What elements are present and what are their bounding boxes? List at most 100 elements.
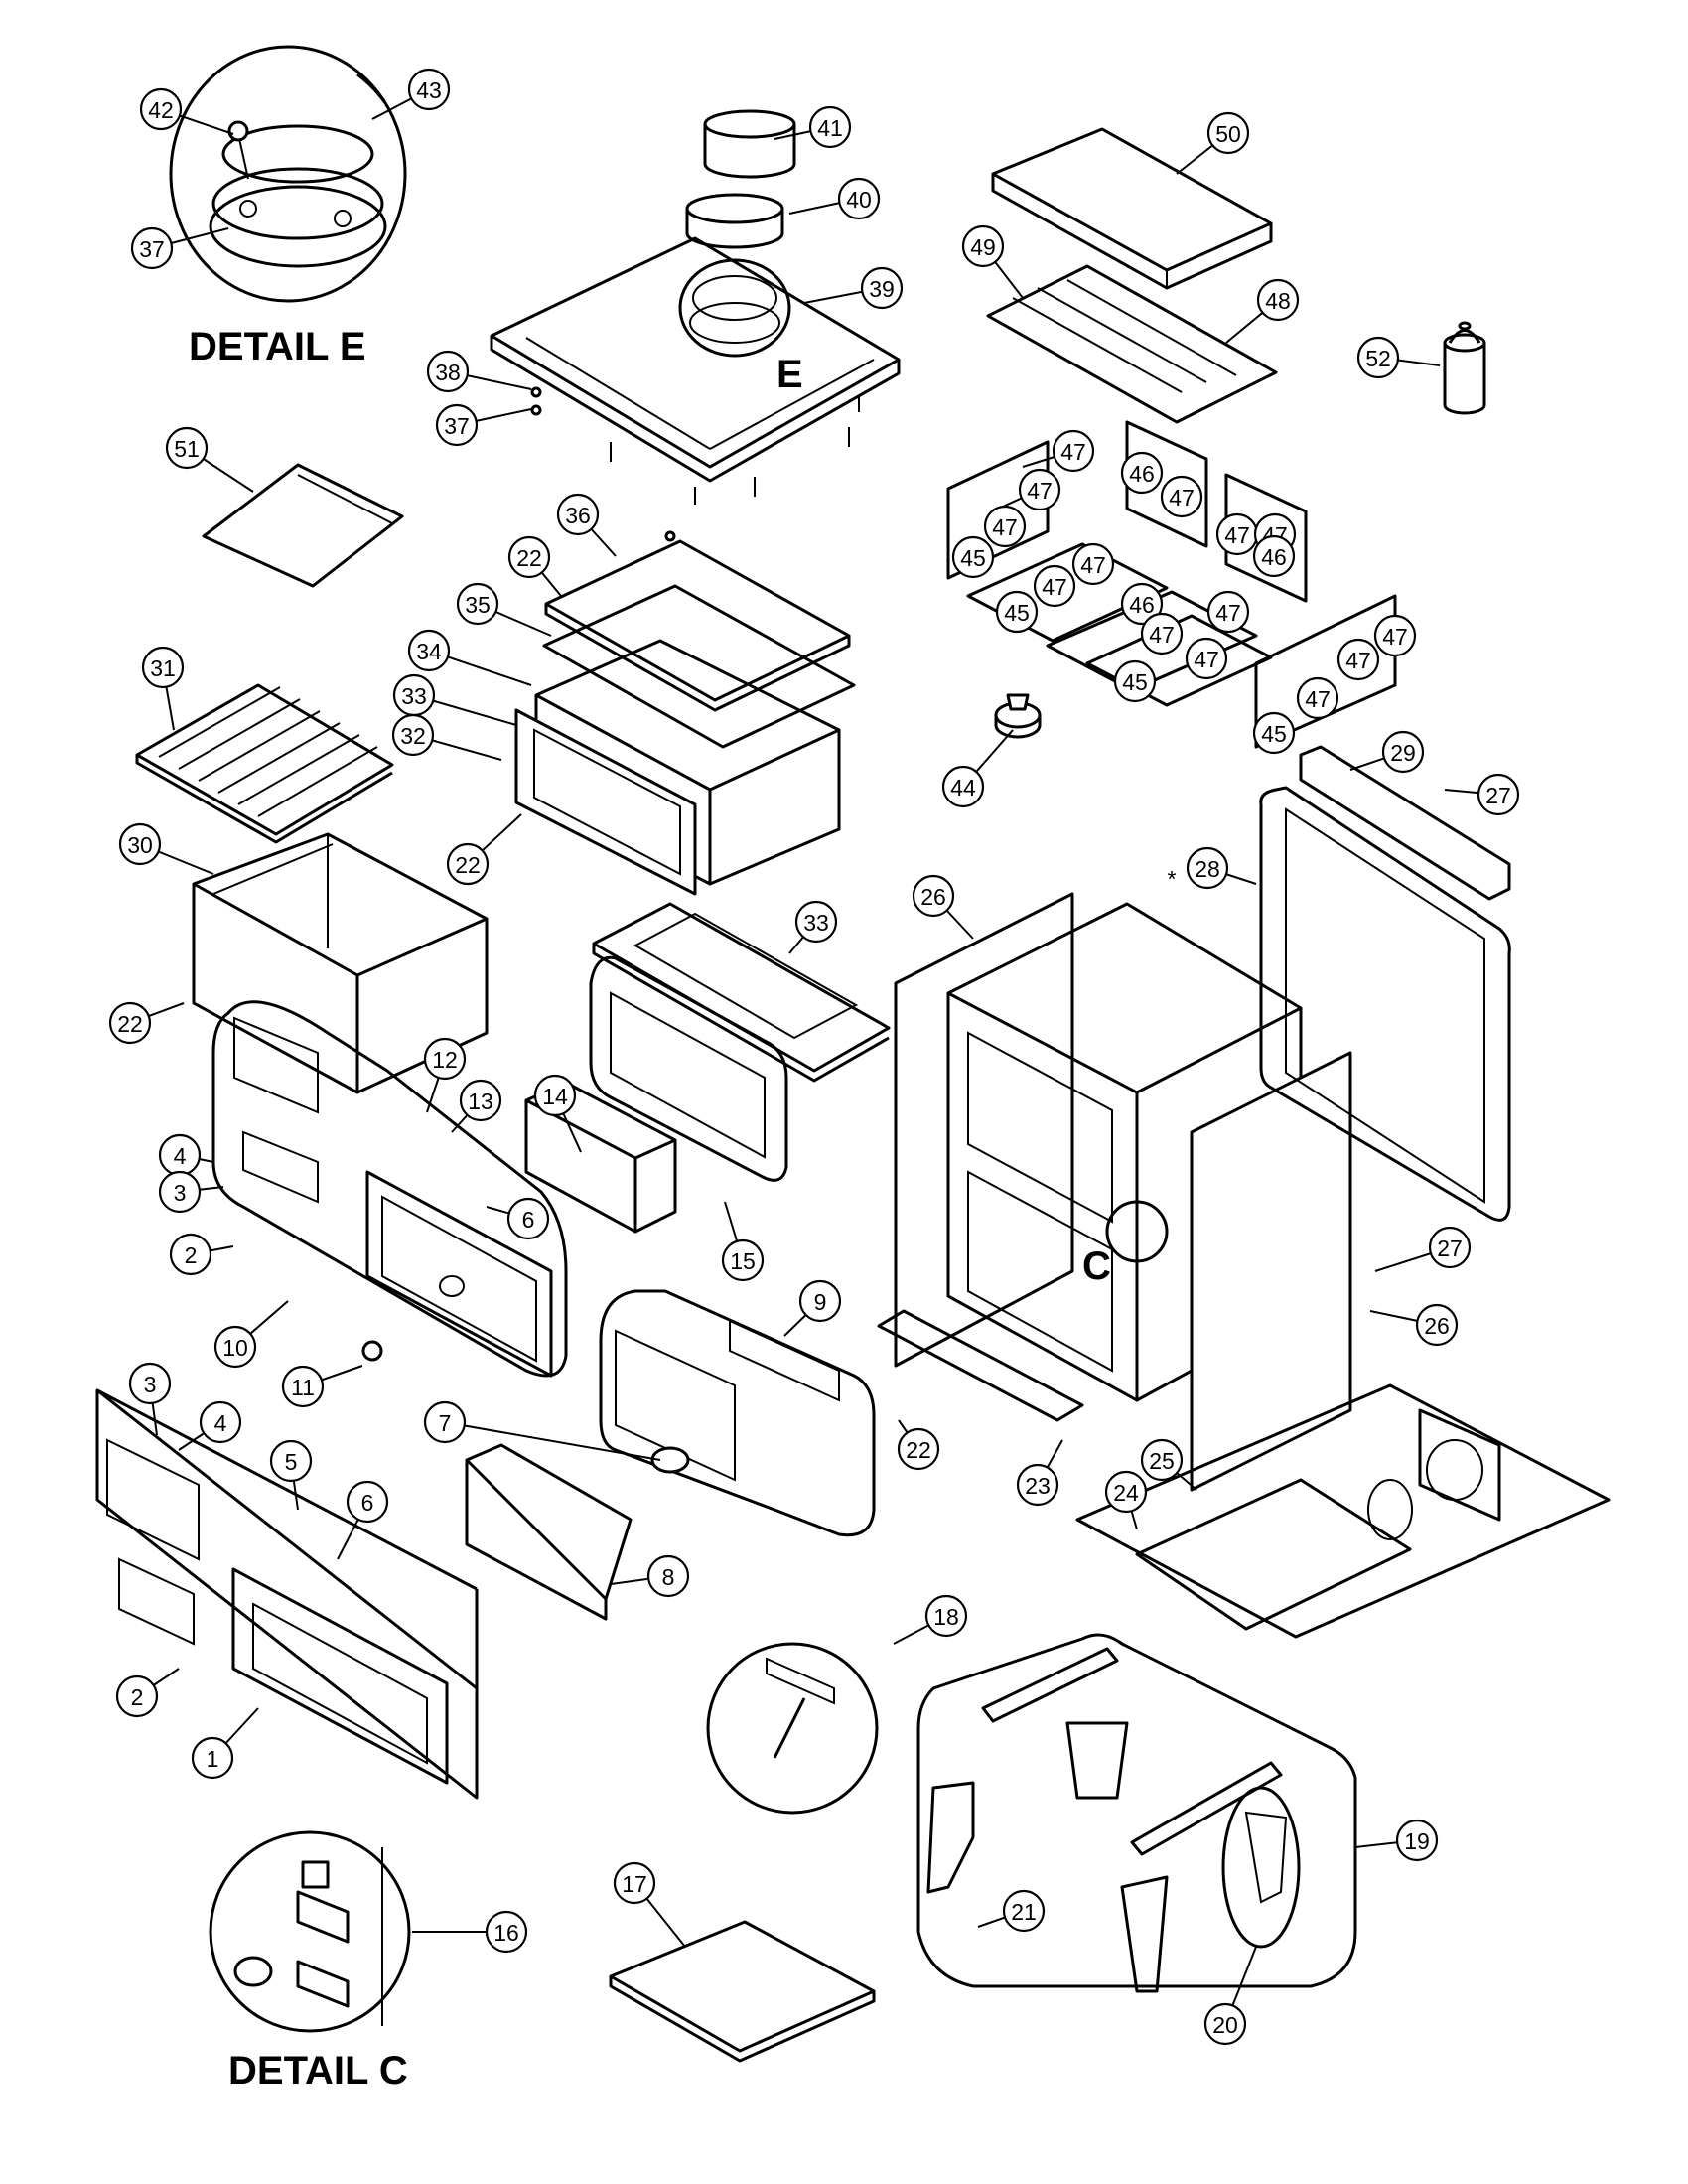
callout-circle <box>1252 711 1296 755</box>
callout-circle <box>808 105 852 149</box>
part-callout: 29 <box>1381 730 1425 774</box>
part-callout: 3 <box>128 1362 172 1405</box>
cooking-grate <box>135 683 394 844</box>
callout-circle <box>837 177 881 220</box>
part-callout: 47 <box>1206 590 1250 634</box>
callout-number: 32 <box>400 723 426 749</box>
callout-number: 20 <box>1212 2012 1238 2038</box>
part-callout: 36 <box>556 493 600 536</box>
callout-circle <box>407 629 451 672</box>
callout-number: 27 <box>1437 1236 1463 1261</box>
callout-circle <box>191 1736 234 1780</box>
callout-number: 47 <box>1149 622 1175 648</box>
part-callout: 1 <box>191 1736 234 1780</box>
part-callout: 22 <box>108 1001 152 1045</box>
part-callout: 2 <box>115 1674 159 1718</box>
callout-circle <box>1415 1303 1459 1347</box>
part-callout: 20 <box>1203 2002 1247 2046</box>
callout-number: 23 <box>1025 1473 1051 1499</box>
part-callout: 7 <box>423 1400 467 1444</box>
part-callout: 31 <box>141 646 185 689</box>
callout-number: 45 <box>1004 600 1030 626</box>
part-callout: 47 <box>1373 614 1417 657</box>
callout-circle <box>924 1594 968 1638</box>
callout-circle <box>426 350 470 393</box>
callout-number: 26 <box>920 884 946 910</box>
part-callout: 4 <box>199 1400 242 1444</box>
callout-circle <box>1296 676 1339 720</box>
callout-number: 22 <box>516 545 542 571</box>
callout-circle <box>646 1554 690 1598</box>
lower-door-glass <box>465 1443 690 1621</box>
callout-number: 27 <box>1485 783 1511 808</box>
part-callout: 47 <box>1018 468 1061 511</box>
callout-number: 33 <box>401 683 427 709</box>
lower-door-assembly <box>95 1388 479 1800</box>
callout-circle <box>346 1480 389 1524</box>
callout-circle <box>1052 429 1095 473</box>
part-callout: 47 <box>1071 542 1115 586</box>
callout-number: 21 <box>1011 1899 1037 1925</box>
detail-c-view <box>209 1830 411 2033</box>
callout-number: 47 <box>1224 522 1250 548</box>
callout-circle <box>897 1427 940 1471</box>
callout-number: 40 <box>846 187 872 213</box>
part-callout: 45 <box>1252 711 1296 755</box>
callout-number: 49 <box>970 234 996 260</box>
callout-circle <box>1206 590 1250 634</box>
callout-circle <box>459 1079 502 1122</box>
callout-number: 46 <box>1129 592 1155 618</box>
part-callout: 17 <box>613 1861 656 1905</box>
callout-circle <box>1002 1889 1046 1933</box>
asterisk-mark: * <box>1168 866 1177 892</box>
callout-number: 18 <box>933 1604 959 1630</box>
callout-circle <box>1252 534 1296 578</box>
callout-circle <box>128 1362 172 1405</box>
callout-circle <box>169 1233 212 1276</box>
part-callout: 21 <box>1002 1889 1046 1933</box>
callout-circle <box>1186 846 1229 890</box>
outside-air-kit <box>1075 1383 1611 1639</box>
callout-circle <box>108 1001 152 1045</box>
callout-circle <box>1120 451 1164 495</box>
callout-number: 46 <box>1129 461 1155 487</box>
air-control-knob <box>994 693 1042 739</box>
callout-number: 47 <box>1027 478 1053 504</box>
callout-circle <box>1113 659 1157 703</box>
part-callout: 30 <box>118 822 162 866</box>
callout-number: 36 <box>565 503 591 528</box>
callout-circle <box>391 713 435 757</box>
callout-number: 47 <box>1215 600 1241 626</box>
part-callout: 47 <box>1160 475 1203 518</box>
part-callout: 46 <box>1120 582 1164 626</box>
callout-circle <box>798 1279 842 1323</box>
callout-circle <box>995 590 1039 634</box>
callout-number: 15 <box>730 1248 756 1274</box>
part-callout: 52 <box>1356 336 1400 379</box>
callout-number: 6 <box>522 1207 535 1233</box>
callout-number: 41 <box>817 115 843 141</box>
part-callout: 16 <box>485 1910 528 1954</box>
part-callout: 19 <box>1395 1819 1439 1862</box>
callout-number: 24 <box>1113 1480 1139 1506</box>
part-callout: 47 <box>1215 512 1259 556</box>
part-callout: 40 <box>837 177 881 220</box>
callout-circle <box>213 1325 257 1369</box>
owners-manual <box>202 463 404 588</box>
callouts: 4243374140393837504948525136223534333222… <box>108 68 1520 2046</box>
part-callout: 47 <box>1052 429 1095 473</box>
callout-circle <box>456 582 499 626</box>
callout-circle <box>1104 1470 1148 1514</box>
part-callout: 49 <box>961 224 1005 268</box>
callout-circle <box>860 266 904 310</box>
callout-number: 26 <box>1424 1313 1450 1339</box>
part-callout: 43 <box>407 68 451 111</box>
callout-circle <box>1206 111 1250 155</box>
part-callout: 22 <box>446 842 490 886</box>
ash-door <box>599 1289 876 1537</box>
part-callout: 25 <box>1140 1438 1184 1482</box>
callout-circle <box>269 1439 313 1483</box>
callout-circle <box>407 68 451 111</box>
callout-circle <box>446 842 490 886</box>
callout-number: 30 <box>127 832 153 858</box>
